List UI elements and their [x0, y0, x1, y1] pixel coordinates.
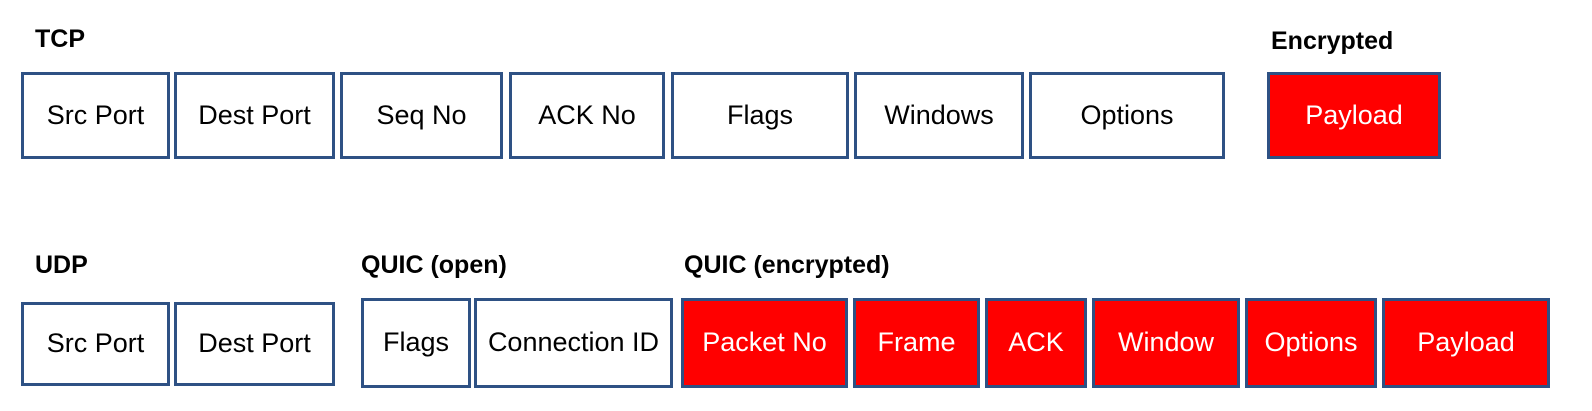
header-field-quic-encrypted-5: Payload [1382, 298, 1550, 388]
header-field-tcp-1: Dest Port [174, 72, 335, 159]
group-label-udp: UDP [35, 251, 88, 279]
header-field-tcp-3: ACK No [509, 72, 665, 159]
group-label-tcp-encrypted: Encrypted [1271, 27, 1394, 55]
header-field-tcp-4: Flags [671, 72, 849, 159]
header-field-quic-encrypted-2: ACK [985, 298, 1087, 388]
header-field-quic-encrypted-3: Window [1092, 298, 1240, 388]
header-field-quic-encrypted-0: Packet No [681, 298, 848, 388]
header-field-udp-1: Dest Port [174, 302, 335, 386]
header-field-tcp-encrypted-0: Payload [1267, 72, 1441, 159]
group-label-tcp: TCP [35, 25, 85, 53]
header-field-tcp-2: Seq No [340, 72, 503, 159]
header-field-quic-open-1: Connection ID [474, 298, 673, 388]
group-label-quic-open: QUIC (open) [361, 251, 507, 279]
header-field-quic-encrypted-1: Frame [853, 298, 980, 388]
header-field-tcp-6: Options [1029, 72, 1225, 159]
header-field-udp-0: Src Port [21, 302, 170, 386]
header-field-quic-open-0: Flags [361, 298, 471, 388]
header-field-quic-encrypted-4: Options [1245, 298, 1377, 388]
header-field-tcp-5: Windows [854, 72, 1024, 159]
group-label-quic-encrypted: QUIC (encrypted) [684, 251, 890, 279]
header-field-tcp-0: Src Port [21, 72, 170, 159]
